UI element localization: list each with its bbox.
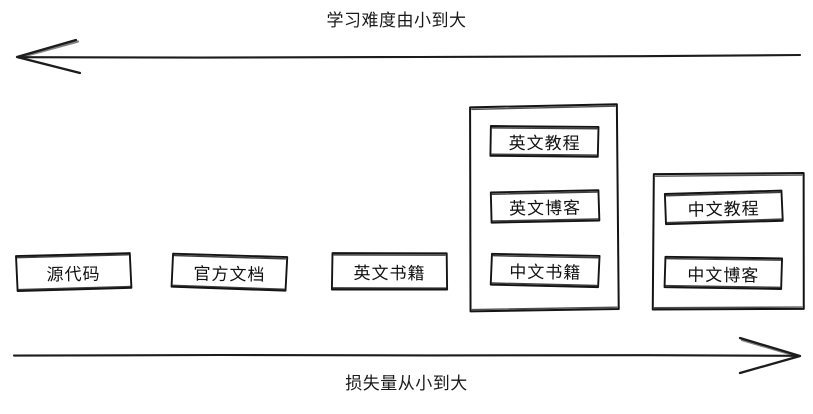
english-materials-group: 英文教程 英文博客 中文书籍 — [467, 102, 621, 314]
item-label: 中文书籍 — [509, 262, 582, 283]
item-box[interactable]: 中文博客 — [662, 254, 785, 292]
chinese-materials-group: 中文教程 中文博客 — [650, 170, 807, 313]
item-box[interactable]: 英文书籍 — [329, 250, 450, 293]
item-box[interactable]: 中文书籍 — [489, 251, 602, 290]
item-box[interactable]: 英文教程 — [488, 123, 601, 160]
item-box[interactable]: 英文博客 — [488, 188, 602, 225]
item-label: 源代码 — [46, 264, 101, 284]
item-box[interactable]: 中文教程 — [662, 188, 785, 227]
top-axis-caption: 学习难度由小到大 — [326, 11, 467, 30]
item-label: 中文博客 — [687, 265, 760, 285]
bottom-axis-caption: 损失量从小到大 — [345, 374, 468, 393]
item-label: 中文教程 — [687, 199, 760, 220]
item-label: 官方文档 — [193, 263, 266, 285]
item-box[interactable]: 官方文档 — [169, 251, 290, 293]
item-label: 英文书籍 — [353, 263, 426, 284]
difficulty-axis-arrow — [15, 38, 802, 75]
item-box[interactable]: 源代码 — [13, 251, 134, 293]
item-label: 英文教程 — [508, 133, 581, 154]
loss-axis-arrow — [12, 336, 802, 375]
item-label: 英文博客 — [508, 198, 582, 219]
